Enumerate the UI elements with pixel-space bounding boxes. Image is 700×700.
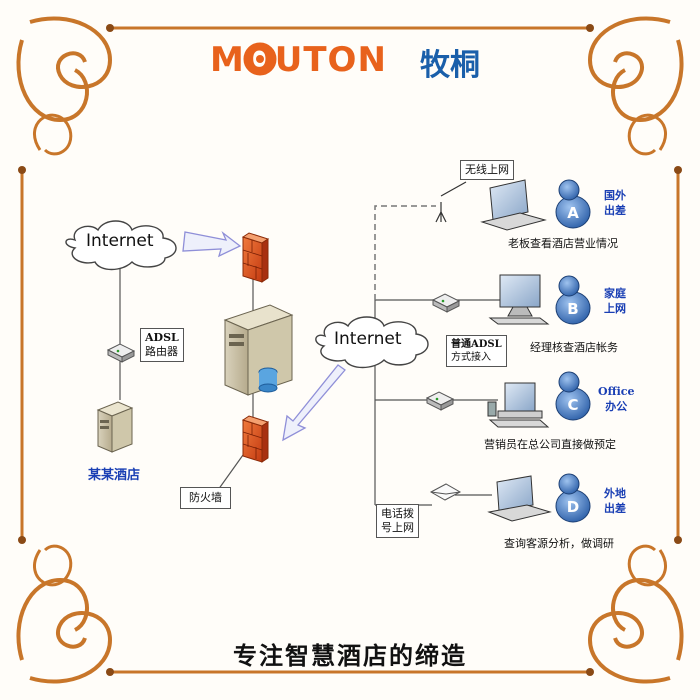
user-a-letter: A [567, 204, 579, 222]
adsl-router-label-line1: ADSL [145, 331, 179, 344]
user-d-tag: 外地 出差 [604, 486, 626, 516]
ornament-dots [18, 24, 682, 676]
internet-label-left: Internet [86, 231, 154, 251]
user-b-tag: 家庭 上网 [604, 286, 626, 316]
wireless-label: 无线上网 [460, 160, 514, 180]
user-a-tag: 国外 出差 [604, 188, 626, 218]
dialup-modem-icon [429, 483, 462, 501]
hotel-label: 某某酒店 [88, 468, 141, 483]
adsl-router-icon [106, 343, 136, 363]
monitor-b-icon [488, 274, 550, 325]
user-c-tag-line1: Office [598, 385, 635, 398]
user-b-tag-line1: 家庭 [604, 287, 626, 300]
adsl-access-label: 普通ADSL 方式接入 [446, 335, 507, 367]
dialup-label: 电话拨 号上网 [376, 504, 419, 538]
user-b-letter: B [567, 300, 578, 318]
user-c-tag-line2: 办公 [605, 400, 628, 413]
user-c-caption: 营销员在总公司直接做预定 [484, 438, 616, 451]
wireless-antenna-icon [435, 181, 467, 223]
user-c-tag: Office 办公 [598, 384, 635, 414]
internet-cloud-right [315, 316, 429, 369]
flow-arrow-upper [182, 230, 242, 258]
adsl-access-label-line2: 方式接入 [451, 352, 491, 363]
logo-brand-cn: 牧桐 [420, 48, 480, 83]
internet-cloud-left [65, 220, 177, 271]
central-server-icon [223, 304, 294, 396]
user-a-icon [555, 179, 591, 229]
user-b-icon [555, 275, 591, 325]
hotel-server-icon [96, 401, 134, 453]
wireless-dashed-link [374, 205, 436, 300]
logo-brand-en: MOUTON [210, 40, 387, 80]
firewall-label: 防火墙 [180, 487, 231, 509]
dialup-label-line1: 电话拨 [381, 507, 414, 520]
laptop-a-icon [480, 179, 547, 231]
slogan: 专注智慧酒店的缔造 [233, 641, 467, 670]
ornamental-frame [16, 16, 684, 684]
adsl-router-label-line2: 路由器 [145, 345, 178, 358]
modem-b-icon [431, 293, 461, 313]
user-a-tag-line2: 出差 [604, 204, 626, 217]
user-d-tag-line1: 外地 [604, 487, 626, 500]
user-b-caption: 经理核查酒店帐务 [530, 341, 618, 354]
desktop-c-icon [487, 382, 550, 428]
firewall-bottom-icon [241, 415, 270, 463]
user-d-caption: 查询客源分析，做调研 [504, 537, 614, 550]
adsl-router-label: ADSL 路由器 [140, 328, 184, 362]
user-a-caption: 老板查看酒店营业情况 [508, 237, 618, 250]
laptop-d-icon [487, 475, 552, 522]
user-c-letter: C [567, 396, 578, 414]
internet-label-right: Internet [334, 329, 402, 349]
user-d-letter: D [567, 498, 579, 516]
user-c-icon [555, 371, 591, 421]
modem-c-icon [425, 391, 455, 411]
firewall-top-icon [241, 232, 270, 283]
flow-arrow-lower [282, 364, 346, 442]
logo-o-mark [243, 42, 277, 76]
user-d-tag-line2: 出差 [604, 502, 626, 515]
adsl-access-label-line1: 普通ADSL [451, 339, 502, 350]
user-a-tag-line1: 国外 [604, 189, 626, 202]
user-b-tag-line2: 上网 [604, 302, 626, 315]
dialup-label-line2: 号上网 [381, 521, 414, 534]
user-d-icon [555, 473, 591, 523]
